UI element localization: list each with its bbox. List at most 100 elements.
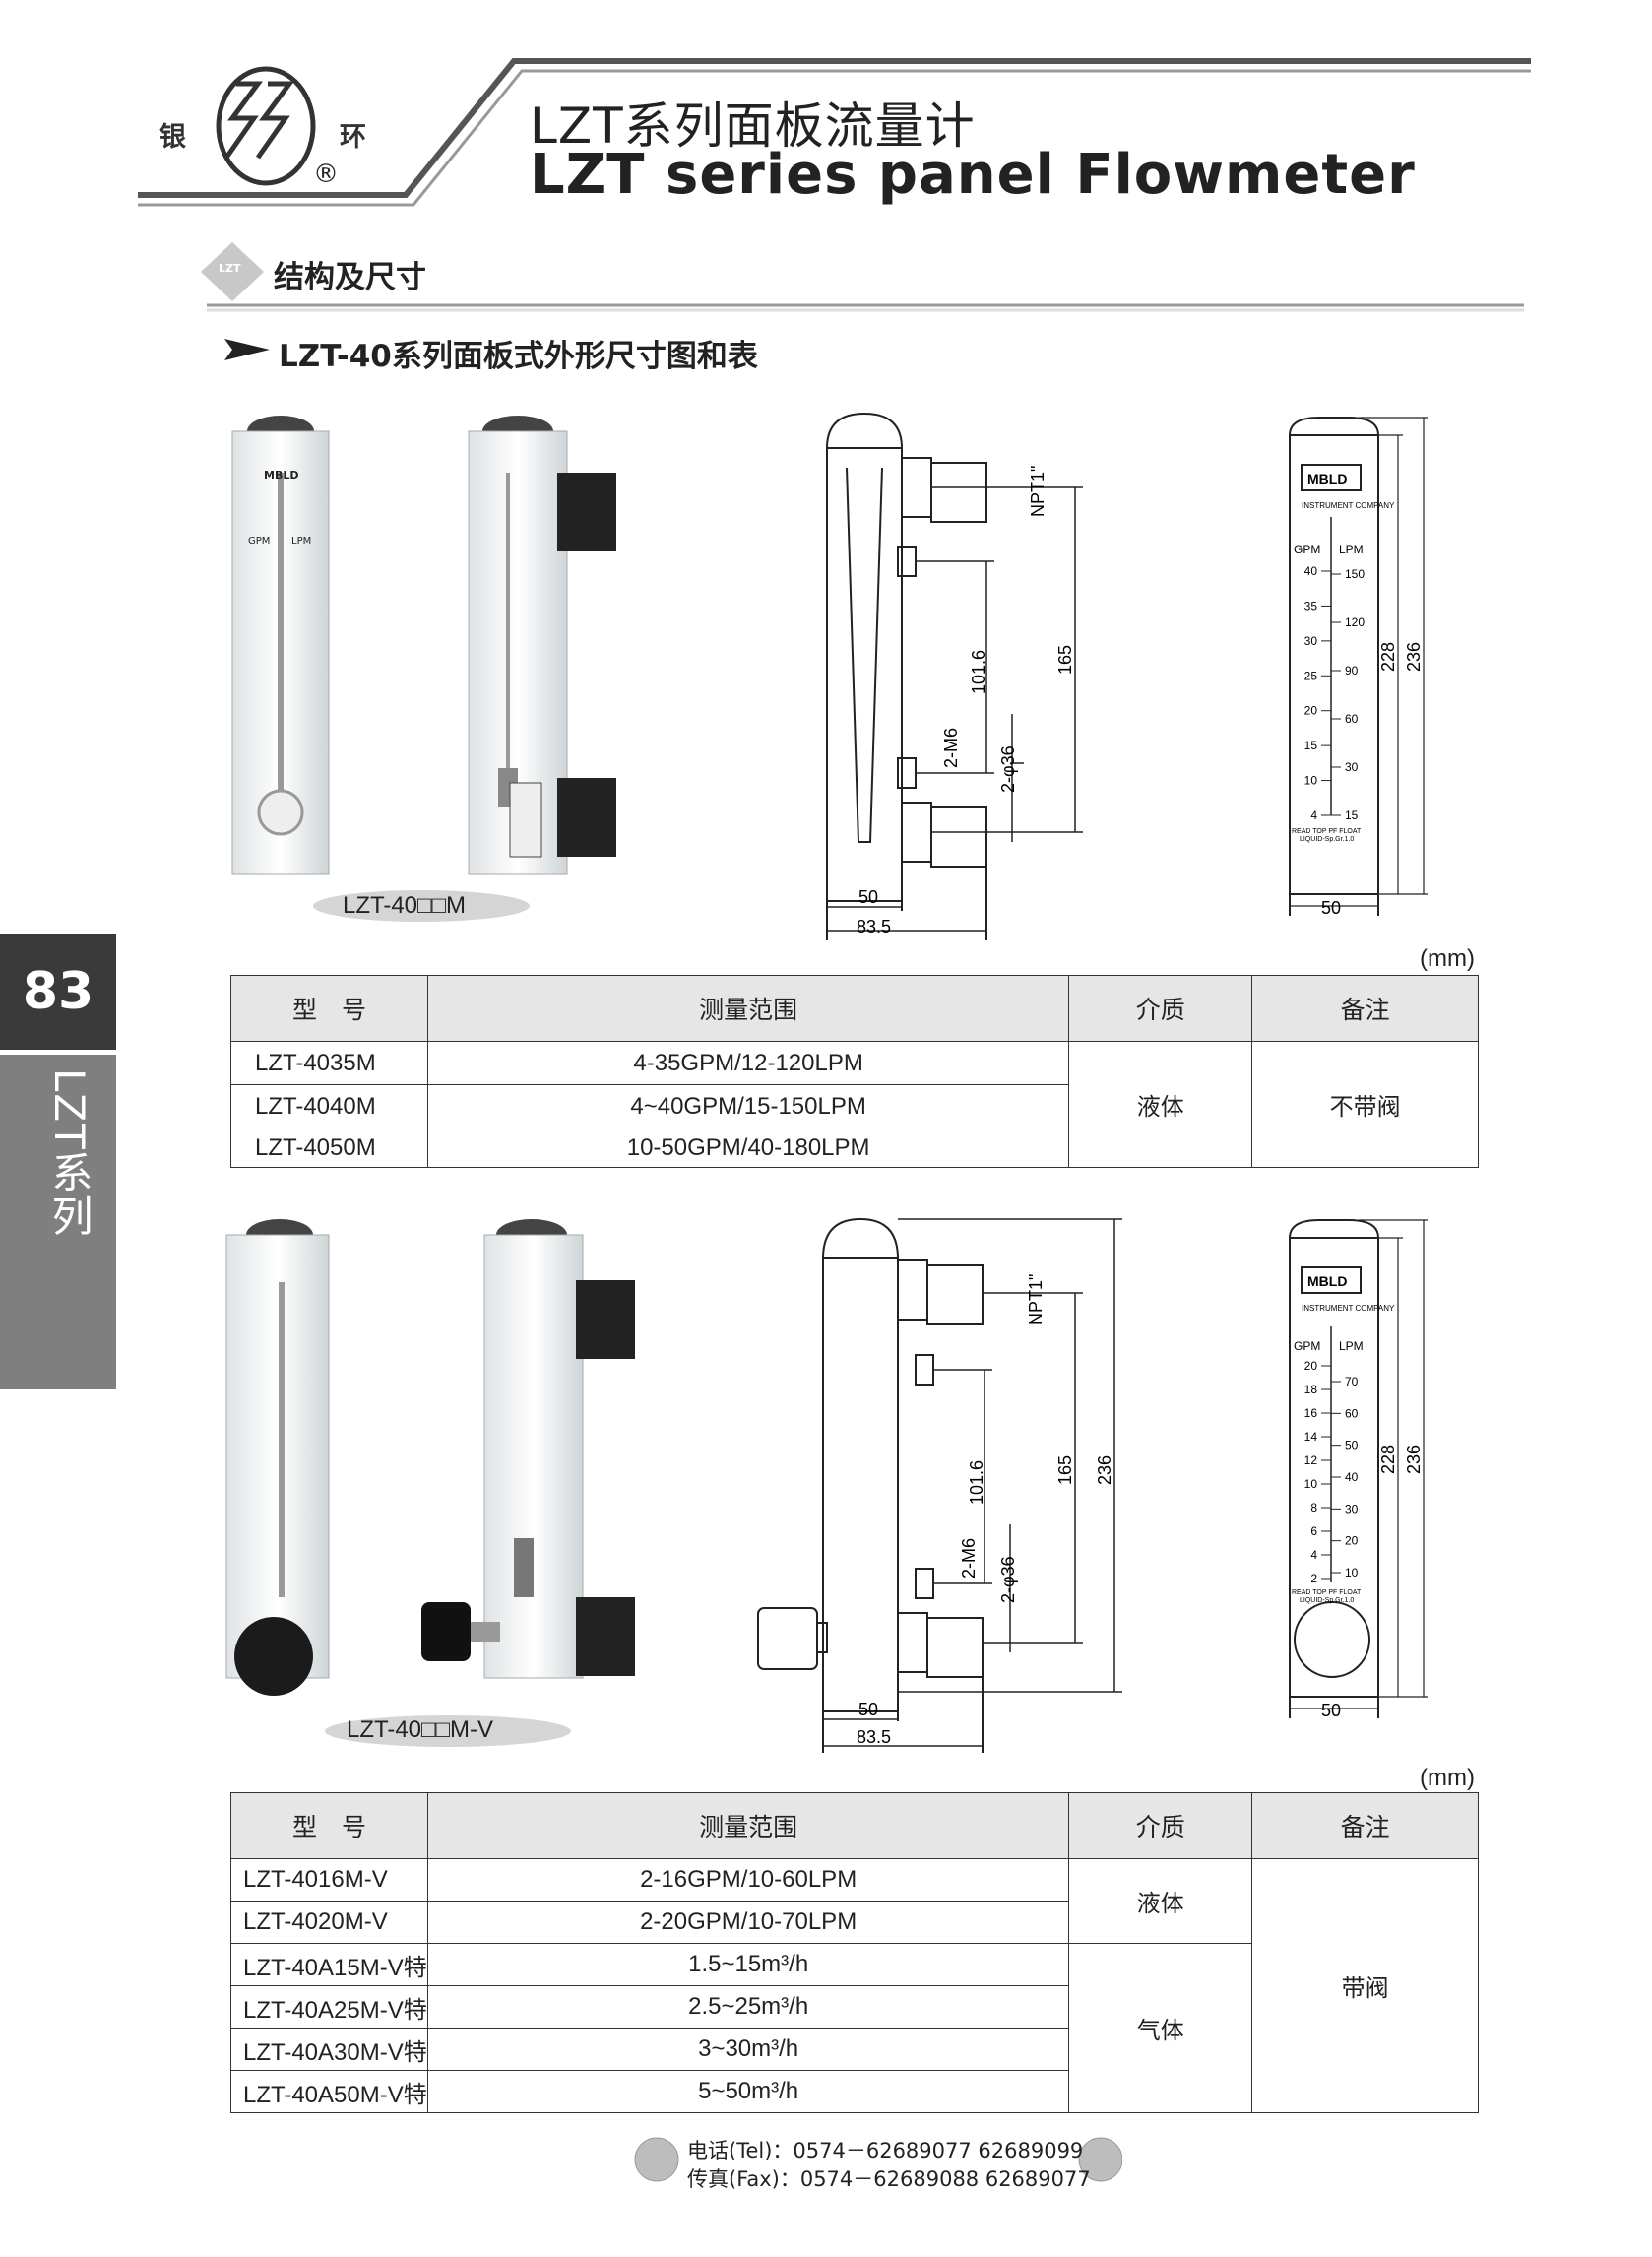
section-subtitle: LZT-40系列面板式外形尺寸图和表	[279, 339, 758, 374]
registered-mark: ®	[313, 160, 339, 189]
scale-note1: READ TOP PF FLOAT	[1292, 1589, 1362, 1596]
table1-unit: (mm)	[1420, 945, 1475, 972]
model-cell: LZT-40A30M-V特	[230, 2028, 428, 2071]
photo-front-brand: MBLD	[264, 469, 299, 482]
scale-brand: MBLD	[1307, 1273, 1347, 1289]
bottom-dimension-drawing: NPT1" 101.6 165 236 2-M6 2-φ36 50 83.5	[757, 1217, 1122, 1753]
scale-note1: READ TOP PF FLOAT	[1292, 828, 1362, 835]
header-decoration	[138, 58, 1531, 207]
scale-label: 20	[1345, 1534, 1359, 1548]
scale-label: 40	[1304, 564, 1318, 578]
medium-cell: 气体	[1068, 1943, 1253, 2113]
table2-unit: (mm)	[1420, 1765, 1475, 1791]
table-row: LZT-4035M 4-35GPM/12-120LPM 液体 不带阀	[230, 1041, 1479, 1168]
range-cell: 2-16GPM/10-60LPM	[426, 1858, 1070, 1902]
remark-cell: 不带阀	[1251, 1041, 1479, 1168]
top-caption: LZT-40□□M	[343, 892, 467, 919]
scale-gpm: GPM	[1294, 1339, 1320, 1353]
footer-tel: 电话(Tel)：0574－62689077 62689099	[687, 2139, 1084, 2162]
brand-left-char: 银	[159, 122, 186, 153]
scale-label: 60	[1345, 1406, 1359, 1420]
product-photo-front-valve	[225, 1219, 330, 1696]
scale-company: INSTRUMENT COMPANY	[1302, 501, 1395, 510]
scale-label: 15	[1345, 808, 1359, 822]
dim-phi36: 2-φ36	[998, 745, 1018, 793]
title-chinese: LZT系列面板流量计	[530, 97, 976, 155]
col-medium: 介质	[1068, 975, 1253, 1042]
photo-front-unit-left: GPM	[248, 536, 271, 547]
scale-label: 10	[1345, 1566, 1359, 1580]
model-cell: LZT-40A15M-V特	[230, 1943, 428, 1986]
model-cell: LZT-40A50M-V特	[230, 2070, 428, 2113]
scale-label: 60	[1345, 712, 1359, 726]
dim-npt: NPT1"	[1028, 466, 1048, 517]
scale-label: 30	[1304, 634, 1318, 648]
scale-label: 20	[1304, 1359, 1318, 1373]
series-tab: LZT系列	[0, 1055, 116, 1389]
scale-company: INSTRUMENT COMPANY	[1302, 1304, 1395, 1313]
dim-236: 236	[1404, 1445, 1424, 1474]
range-cell: 4~40GPM/15-150LPM	[426, 1084, 1070, 1128]
table-header-row: 型 号 测量范围 介质 备注	[230, 975, 1479, 1042]
dim-835: 83.5	[857, 1727, 891, 1747]
dim-236: 236	[1095, 1455, 1114, 1485]
top-dimension-drawing: NPT1" 101.6 165 2-M6 2-φ36 50 83.5	[826, 412, 1083, 940]
medium-cell: 液体	[1068, 1858, 1253, 1944]
product-photo-side	[468, 416, 616, 875]
scale-label: 10	[1304, 774, 1318, 788]
scale-label: 4	[1310, 808, 1317, 822]
dim-50: 50	[858, 1700, 878, 1719]
remark-cell: 带阀	[1251, 1858, 1479, 2113]
bottom-scale-drawing: MBLD INSTRUMENT COMPANY GPM LPM 20 18 16 14…	[1289, 1219, 1428, 1720]
dim-236: 236	[1404, 642, 1424, 672]
scale-lpm: LPM	[1339, 543, 1364, 556]
col-remark: 备注	[1251, 1792, 1479, 1859]
spec-table-1: 型 号 测量范围 介质 备注 LZT-4035M 4-35GPM/12-120L…	[230, 975, 1479, 1168]
scale-label: 90	[1345, 664, 1359, 677]
dim-228: 228	[1378, 642, 1398, 672]
section-rule	[201, 242, 1524, 312]
scale-label: 120	[1345, 615, 1365, 629]
series-tab-label: LZT系列	[45, 1068, 94, 1238]
col-remark: 备注	[1251, 975, 1479, 1042]
dim-phi36: 2-φ36	[998, 1556, 1018, 1603]
scale-label: 30	[1345, 760, 1359, 774]
scale-label: 2	[1310, 1572, 1317, 1585]
scale-gpm: GPM	[1294, 543, 1320, 556]
scale-label: 14	[1304, 1430, 1318, 1444]
product-photo-side-valve	[421, 1219, 635, 1679]
caption-pill-2	[325, 1715, 571, 1747]
medium-cell: 液体	[1068, 1041, 1253, 1168]
range-cell: 4-35GPM/12-120LPM	[426, 1041, 1070, 1085]
brand-right-char: 环	[340, 122, 366, 153]
scale-label: 10	[1304, 1477, 1318, 1491]
table-row: LZT-40A25M-V特 2.5~25m³/h	[230, 1985, 1479, 2029]
spec-table-2: 型 号 测量范围 介质 备注 LZT-4016M-V 2-16GPM/10-60…	[230, 1792, 1479, 2113]
dim-101: 101.6	[969, 650, 988, 694]
table-row: LZT-4040M 4~40GPM/15-150LPM	[230, 1084, 1479, 1128]
scale-brand: MBLD	[1307, 471, 1347, 486]
scale-note2: LIQUID-Sp.Gr.1.0	[1300, 1597, 1354, 1604]
table-row: LZT-40A15M-V特 1.5~15m³/h 气体	[230, 1943, 1479, 2113]
table-row: LZT-40A50M-V特 5~50m³/h	[230, 2070, 1479, 2113]
dim-npt: NPT1"	[1026, 1274, 1046, 1325]
scale-label: 30	[1345, 1502, 1359, 1515]
scale-label: 8	[1310, 1501, 1317, 1515]
scale-label: 18	[1304, 1383, 1318, 1396]
model-cell: LZT-4016M-V	[230, 1858, 428, 1902]
product-photo-front	[231, 416, 330, 875]
dim-165: 165	[1055, 645, 1075, 675]
scale-label: 50	[1345, 1439, 1359, 1452]
scale-lpm: LPM	[1339, 1339, 1364, 1353]
scale-label: 25	[1304, 669, 1318, 682]
dim-50: 50	[858, 887, 878, 907]
dim-835: 83.5	[857, 917, 891, 936]
section-title: 结构及尺寸	[274, 260, 426, 295]
range-cell: 2-20GPM/10-70LPM	[426, 1901, 1070, 1944]
dim-50-front: 50	[1321, 1701, 1341, 1720]
scale-label: 16	[1304, 1406, 1318, 1420]
